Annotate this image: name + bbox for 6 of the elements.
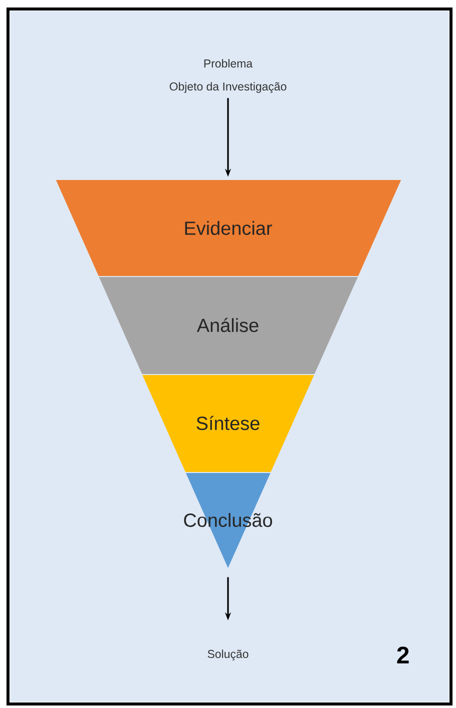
text-label: Problema Objeto da Investigação (170, 59, 286, 93)
funnel-band: Evidenciar (56, 180, 401, 276)
text-label: Solução (208, 650, 248, 660)
funnel-band: Análise (99, 277, 358, 374)
page-number: 2 (397, 646, 409, 664)
funnel-band: Síntese (142, 375, 314, 472)
